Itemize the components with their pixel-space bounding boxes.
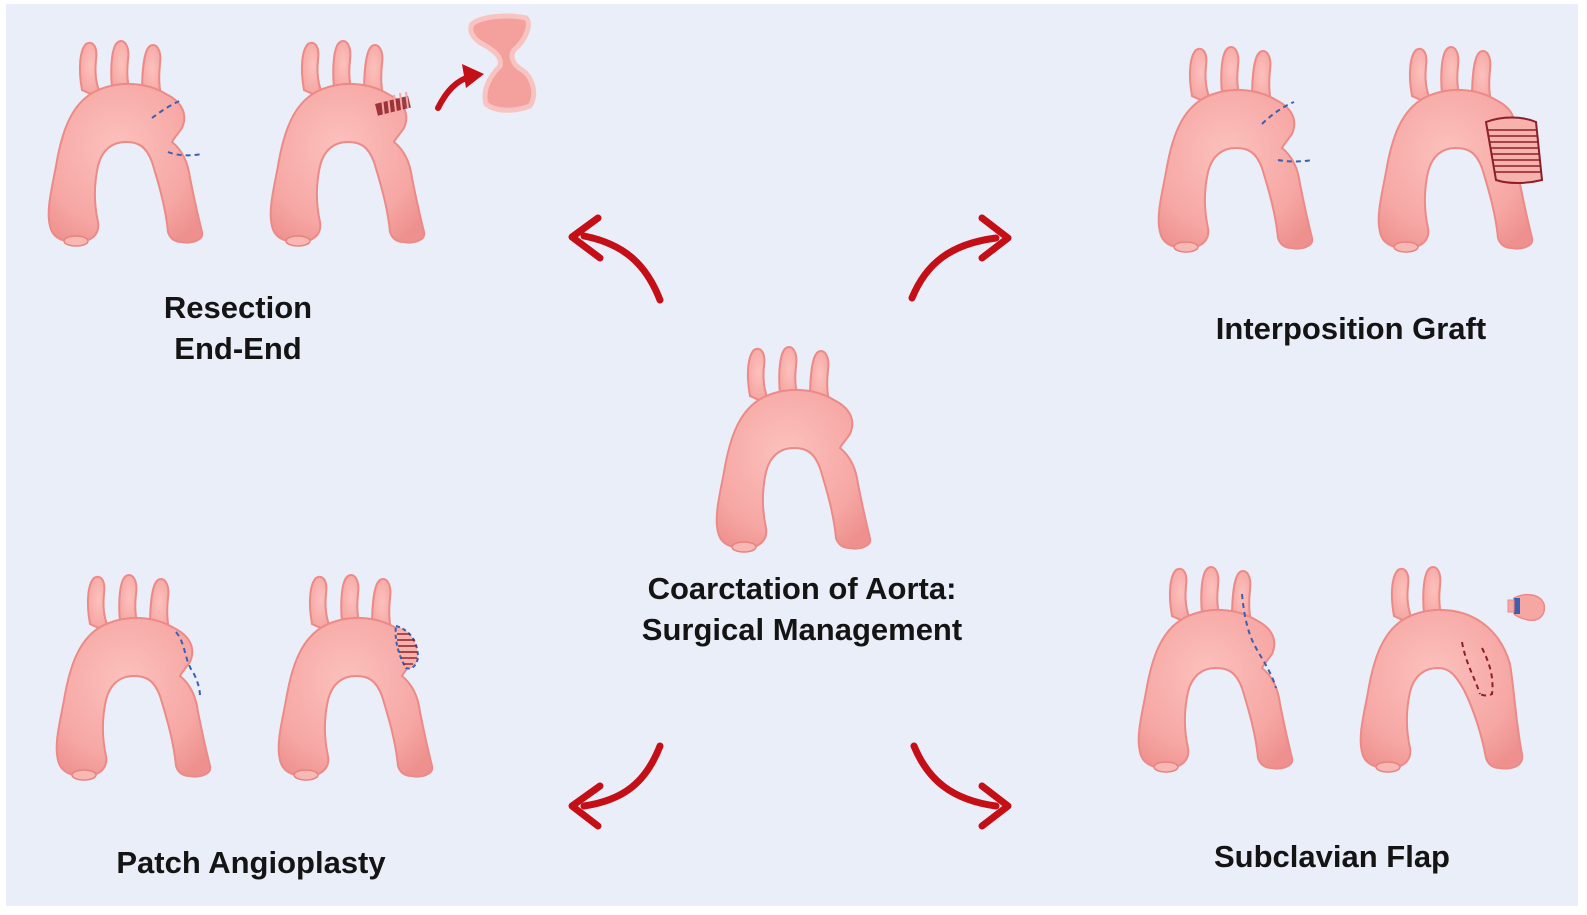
arrow-to-subclavian [910, 742, 1012, 830]
subclavian-label: Subclavian Flap [1182, 836, 1482, 877]
diagram-canvas: Resection End-End Interposition Graft Co… [6, 4, 1578, 906]
incision-line [151, 99, 183, 119]
patch-label-text: Patch Angioplasty [116, 845, 386, 880]
interposition-before-aorta [1157, 45, 1314, 253]
interposition-after-aorta [1377, 45, 1544, 253]
center-title-line2: Surgical Management [641, 612, 963, 647]
arrow-to-patch [568, 742, 664, 830]
diagram-artwork [47, 13, 1546, 830]
patch-after-aorta [277, 573, 434, 781]
interposition-label: Interposition Graft [1186, 308, 1516, 349]
ligated-subclavian-stump [1507, 593, 1546, 622]
coarctation-aorta [715, 345, 872, 553]
patch-graft [394, 624, 420, 670]
interposition-label-text: Interposition Graft [1215, 311, 1487, 346]
graft-segment [1484, 116, 1544, 184]
resection-label-line1: Resection [163, 290, 313, 325]
excised-segment [468, 13, 537, 113]
arrow-to-resection [568, 214, 664, 304]
resection-label-line2: End-End [174, 331, 302, 366]
center-title-line1: Coarctation of Aorta: [647, 571, 957, 606]
arrow-to-interposition [908, 214, 1012, 302]
center-title: Coarctation of Aorta: Surgical Managemen… [606, 568, 998, 650]
subclavian-after-aorta [1359, 566, 1546, 773]
resection-after-aorta [269, 39, 426, 247]
resection-before-aorta [47, 39, 204, 247]
subclavian-before-aorta [1137, 565, 1294, 773]
resection-label: Resection End-End [138, 287, 338, 369]
patch-label: Patch Angioplasty [86, 842, 416, 883]
patch-before-aorta [55, 573, 212, 781]
subclavian-label-text: Subclavian Flap [1213, 839, 1450, 874]
